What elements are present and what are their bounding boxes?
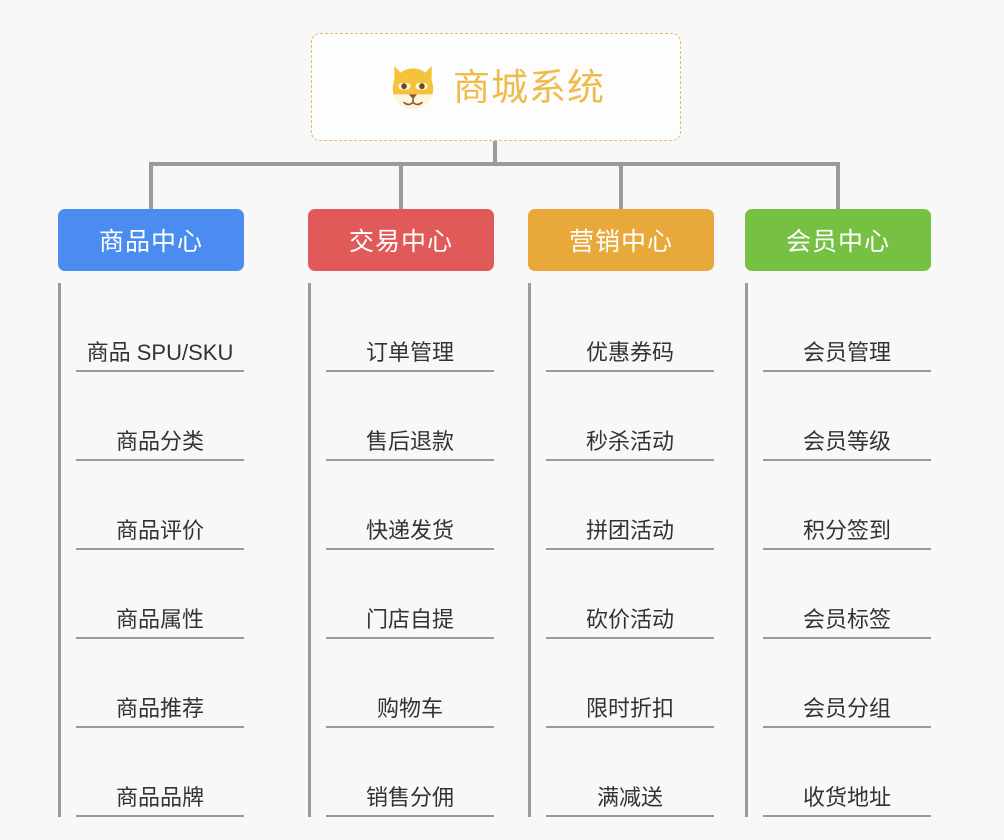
leaf-item-label: 会员标签	[802, 606, 891, 632]
leaf-item-label: 秒杀活动	[585, 428, 674, 454]
leaf-item[interactable]: 会员管理	[763, 283, 931, 372]
leaf-item[interactable]: 会员标签	[763, 550, 931, 639]
connector-drop-4	[836, 162, 840, 210]
connector-horizontal-bar	[149, 162, 840, 166]
root-title: 商城系统	[453, 66, 605, 108]
leaf-item-label: 售后退款	[365, 428, 454, 454]
connector-drop-1	[149, 162, 153, 210]
leaf-item[interactable]: 快递发货	[326, 461, 494, 550]
leaf-list-3: 优惠券码 秒杀活动 拼团活动 砍价活动 限时折扣 满减送	[528, 283, 714, 817]
leaf-item[interactable]: 商品 SPU/SKU	[76, 283, 244, 372]
leaf-item[interactable]: 限时折扣	[546, 639, 714, 728]
shiba-dog-face-icon	[387, 61, 439, 113]
leaf-item-label: 满减送	[596, 784, 663, 810]
leaf-item[interactable]: 积分签到	[763, 461, 931, 550]
connector-stem	[493, 141, 497, 164]
leaf-item-label: 商品分类	[115, 428, 204, 454]
leaf-item-label: 商品评价	[115, 517, 204, 543]
category-header-label: 交易中心	[348, 228, 453, 256]
leaf-item[interactable]: 商品属性	[76, 550, 244, 639]
leaf-item[interactable]: 砍价活动	[546, 550, 714, 639]
leaf-item-label: 销售分佣	[365, 784, 454, 810]
leaf-item[interactable]: 商品品牌	[76, 728, 244, 817]
leaf-item-label: 限时折扣	[585, 695, 674, 721]
leaf-item-label: 快递发货	[365, 517, 454, 543]
leaf-item-label: 购物车	[376, 695, 443, 721]
leaf-item-label: 会员等级	[802, 428, 891, 454]
category-header-label: 商品中心	[98, 228, 203, 256]
leaf-list-1: 商品 SPU/SKU 商品分类 商品评价 商品属性 商品推荐 商品品牌	[58, 283, 244, 817]
category-header-2[interactable]: 交易中心	[308, 209, 494, 271]
leaf-item-label: 积分签到	[802, 517, 891, 543]
category-header-3[interactable]: 营销中心	[528, 209, 714, 271]
leaf-item[interactable]: 订单管理	[326, 283, 494, 372]
leaf-list-4: 会员管理 会员等级 积分签到 会员标签 会员分组 收货地址	[745, 283, 931, 817]
category-header-label: 会员中心	[785, 228, 890, 256]
branch-column-3: 营销中心 优惠券码 秒杀活动 拼团活动 砍价活动 限时折扣 满减送	[528, 209, 714, 817]
leaf-item-label: 会员管理	[802, 339, 891, 365]
leaf-item-label: 商品推荐	[115, 695, 204, 721]
branch-column-4: 会员中心 会员管理 会员等级 积分签到 会员标签 会员分组 收货地址	[745, 209, 931, 817]
leaf-item[interactable]: 门店自提	[326, 550, 494, 639]
leaf-item[interactable]: 购物车	[326, 639, 494, 728]
leaf-item[interactable]: 商品分类	[76, 372, 244, 461]
leaf-item[interactable]: 会员等级	[763, 372, 931, 461]
leaf-item-label: 门店自提	[365, 606, 454, 632]
leaf-item[interactable]: 会员分组	[763, 639, 931, 728]
category-header-label: 营销中心	[568, 228, 673, 256]
leaf-item-label: 订单管理	[365, 339, 454, 365]
leaf-item[interactable]: 收货地址	[763, 728, 931, 817]
branch-column-2: 交易中心 订单管理 售后退款 快递发货 门店自提 购物车 销售分佣	[308, 209, 494, 817]
branch-column-1: 商品中心 商品 SPU/SKU 商品分类 商品评价 商品属性 商品推荐 商品品牌	[58, 209, 244, 817]
leaf-item[interactable]: 商品评价	[76, 461, 244, 550]
category-header-1[interactable]: 商品中心	[58, 209, 244, 271]
connector-drop-2	[399, 162, 403, 210]
connector-drop-3	[619, 162, 623, 210]
leaf-item[interactable]: 商品推荐	[76, 639, 244, 728]
leaf-item-label: 商品品牌	[115, 784, 204, 810]
leaf-list-2: 订单管理 售后退款 快递发货 门店自提 购物车 销售分佣	[308, 283, 494, 817]
leaf-item[interactable]: 拼团活动	[546, 461, 714, 550]
leaf-item-label: 商品属性	[115, 606, 204, 632]
leaf-item-label: 收货地址	[802, 784, 891, 810]
leaf-item[interactable]: 优惠券码	[546, 283, 714, 372]
leaf-item-label: 砍价活动	[585, 606, 674, 632]
leaf-item[interactable]: 秒杀活动	[546, 372, 714, 461]
leaf-item[interactable]: 销售分佣	[326, 728, 494, 817]
leaf-item-label: 商品 SPU/SKU	[86, 339, 234, 365]
leaf-item[interactable]: 售后退款	[326, 372, 494, 461]
leaf-item[interactable]: 满减送	[546, 728, 714, 817]
leaf-item-label: 会员分组	[802, 695, 891, 721]
leaf-item-label: 拼团活动	[585, 517, 674, 543]
category-header-4[interactable]: 会员中心	[745, 209, 931, 271]
leaf-item-label: 优惠券码	[585, 339, 674, 365]
root-node[interactable]: 商城系统	[311, 33, 681, 141]
